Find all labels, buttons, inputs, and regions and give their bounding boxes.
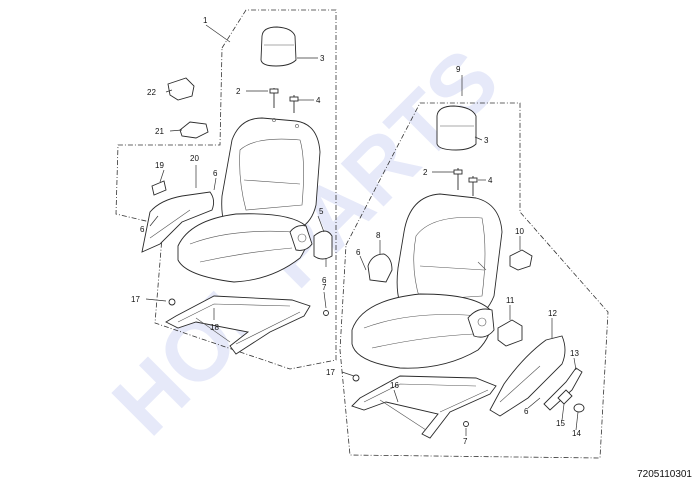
callout-18: 18 xyxy=(210,323,219,332)
callout-7-right: 7 xyxy=(463,437,468,446)
callout-3-left: 3 xyxy=(320,54,325,63)
left-side-shield xyxy=(141,191,215,253)
callout-9: 9 xyxy=(456,65,461,74)
callout-1: 1 xyxy=(203,16,208,25)
callout-6-right-b: 6 xyxy=(524,407,529,416)
callout-labels: 1 3 2 4 5 6 20 19 6 22 21 6 17 18 7 9 3 … xyxy=(131,16,581,446)
right-assembly-boundary xyxy=(339,102,609,459)
callout-16: 16 xyxy=(390,381,399,390)
leader-lines xyxy=(145,57,579,436)
left-headrest xyxy=(260,26,297,67)
callout-15: 15 xyxy=(556,419,565,428)
diagram-code: 7205110301 xyxy=(637,469,692,480)
left-assembly-boundary xyxy=(115,9,337,370)
callout-12: 12 xyxy=(548,309,557,318)
part-22 xyxy=(167,77,195,101)
callout-20: 20 xyxy=(190,154,199,163)
knob-14 xyxy=(573,403,585,413)
callout-4-right: 4 xyxy=(488,176,493,185)
right-side-shield xyxy=(489,335,566,417)
callout-8: 8 xyxy=(376,231,381,240)
callout-19: 19 xyxy=(155,161,164,170)
leader-1 xyxy=(205,24,231,43)
callout-17-right: 17 xyxy=(326,368,335,377)
lever-13 xyxy=(543,367,583,411)
callout-22: 22 xyxy=(147,88,156,97)
callout-6-left-a: 6 xyxy=(213,169,218,178)
callout-3-right: 3 xyxy=(484,136,489,145)
left-seat-rails xyxy=(165,295,311,355)
part-10 xyxy=(509,249,533,271)
callout-7-left: 7 xyxy=(322,283,327,292)
right-seat-rails xyxy=(351,375,497,439)
callout-11: 11 xyxy=(506,296,515,305)
callout-21: 21 xyxy=(155,127,164,136)
right-cushion xyxy=(351,293,493,369)
part-19 xyxy=(151,180,167,196)
right-headrest xyxy=(436,105,477,151)
callout-13: 13 xyxy=(570,349,579,358)
callout-2-right: 2 xyxy=(423,168,428,177)
callout-6-right-a: 6 xyxy=(356,248,361,257)
part-11 xyxy=(497,319,523,347)
callout-17-left: 17 xyxy=(131,295,140,304)
part-8 xyxy=(367,253,393,283)
left-seat xyxy=(141,26,333,355)
callout-10: 10 xyxy=(515,227,524,236)
callout-4-left: 4 xyxy=(316,96,321,105)
callout-6-left-b: 6 xyxy=(140,225,145,234)
callout-5: 5 xyxy=(319,207,324,216)
cover-15 xyxy=(557,389,573,405)
left-trim-5 xyxy=(313,230,333,260)
right-seat xyxy=(351,105,585,439)
part-21 xyxy=(179,121,209,139)
callout-6-left-c: 6 xyxy=(322,276,327,285)
callout-2-left: 2 xyxy=(236,87,241,96)
callout-14: 14 xyxy=(572,429,581,438)
